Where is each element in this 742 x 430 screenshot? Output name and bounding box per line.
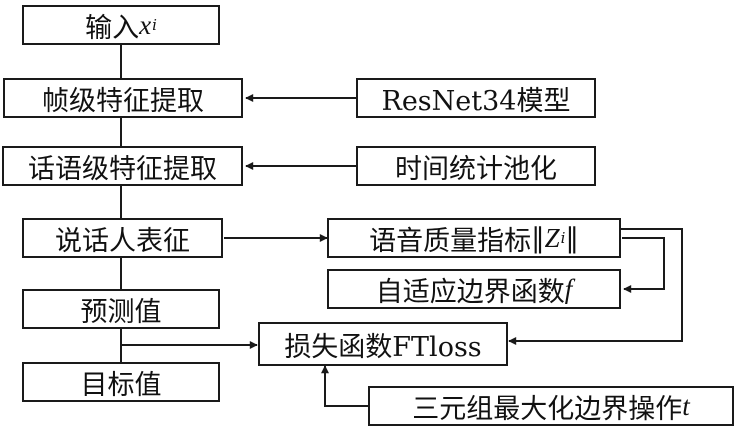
node-target-label: 目标值 — [80, 369, 162, 401]
node-quality-metric-open: ‖ — [531, 222, 545, 254]
node-loss: 损失函数FTloss — [258, 322, 508, 366]
node-target: 目标值 — [22, 362, 220, 402]
node-utterance-feature: 话语级特征提取 — [2, 146, 243, 186]
node-time-pooling-label: 时间统计池化 — [395, 153, 557, 185]
connector-triplet-to-loss — [321, 365, 368, 407]
node-quality-metric-sub: i — [560, 229, 566, 247]
node-resnet-label: ResNet34模型 — [381, 85, 571, 117]
connector-quality-to-loss — [508, 228, 683, 345]
node-triplet-op-var: t — [682, 390, 690, 421]
node-adaptive-margin-var: f — [564, 273, 573, 304]
node-prediction-label: 预测值 — [80, 296, 162, 328]
node-frame-feature-label: 帧级特征提取 — [42, 85, 204, 117]
node-resnet: ResNet34模型 — [356, 78, 596, 118]
node-triplet-op-label: 三元组最大化边界操作 — [412, 393, 683, 425]
node-loss-label: 损失函数FTloss — [284, 331, 482, 363]
node-input-sub: i — [152, 16, 157, 34]
node-time-pooling: 时间统计池化 — [356, 146, 596, 186]
node-quality-metric-close: ‖ — [565, 222, 579, 254]
node-adaptive-margin-label: 自适应边界函数 — [375, 276, 565, 308]
node-utterance-feature-label: 话语级特征提取 — [28, 153, 217, 185]
node-input-label: 输入 — [85, 12, 140, 44]
node-quality-metric-var: Z — [544, 222, 560, 253]
connector-quality-to-margin — [622, 237, 665, 293]
node-frame-feature: 帧级特征提取 — [3, 78, 243, 118]
node-quality-metric-label: 语音质量指标 — [369, 225, 532, 257]
node-input-var: x — [139, 9, 152, 40]
node-prediction: 预测值 — [22, 289, 220, 329]
node-speaker-embedding: 说话人表征 — [22, 218, 223, 258]
node-speaker-embedding-label: 说话人表征 — [55, 225, 190, 257]
